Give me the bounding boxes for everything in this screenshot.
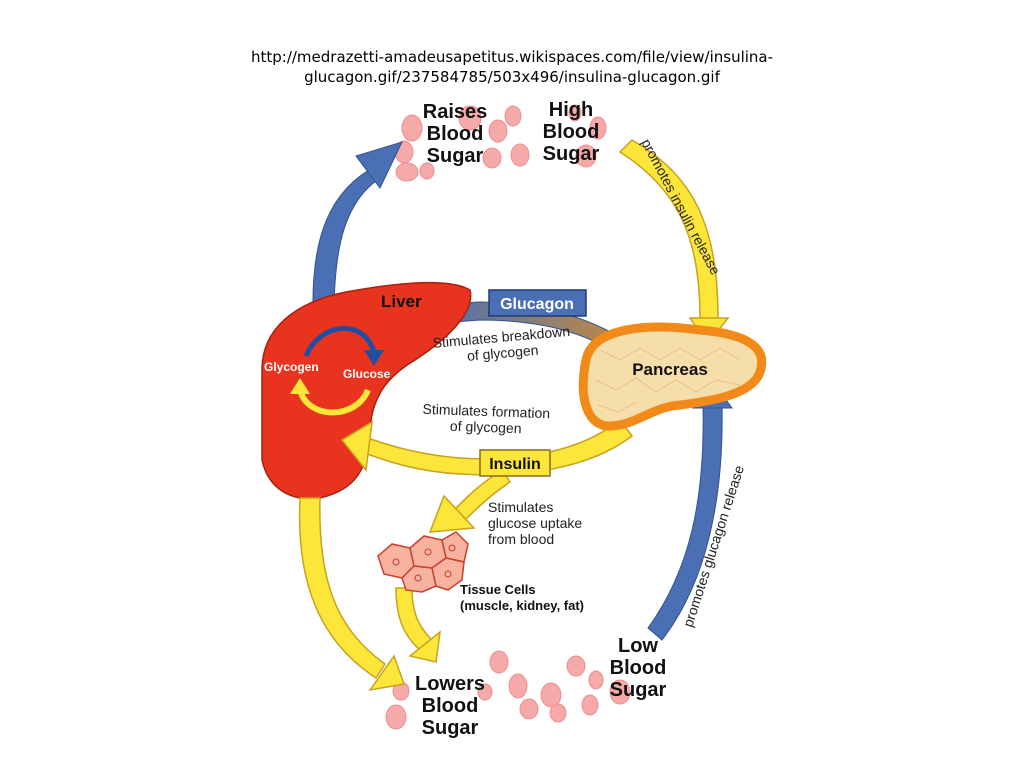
svg-text:Blood: Blood (543, 121, 600, 143)
svg-text:Low: Low (618, 635, 658, 657)
raises-blood-sugar-label: Raises Blood Sugar (423, 101, 488, 167)
svg-text:Sugar: Sugar (543, 143, 600, 165)
svg-text:of glycogen: of glycogen (466, 342, 539, 364)
lowers-blood-sugar-label: Lowers Blood Sugar (415, 673, 485, 739)
source-url-line-2: glucagon.gif/237584785/503x496/insulina-… (304, 68, 720, 86)
high-blood-sugar-label: High Blood Sugar (543, 99, 600, 165)
glucagon-label-box: Glucagon (488, 289, 587, 317)
source-url-line-1: http://medrazetti-amadeusapetitus.wikisp… (250, 48, 774, 66)
svg-text:from blood: from blood (488, 531, 554, 547)
svg-text:Lowers: Lowers (415, 673, 485, 695)
tissue-cells-label: Tissue Cells (muscle, kidney, fat) (460, 582, 584, 613)
insulin-label: Insulin (489, 456, 541, 473)
glucose-label: Glucose (343, 367, 391, 381)
svg-text:Blood: Blood (610, 657, 667, 679)
svg-text:Sugar: Sugar (427, 145, 484, 167)
insulin-label-box: Insulin (479, 449, 551, 477)
svg-text:Sugar: Sugar (610, 679, 667, 701)
yellow-arrow-high-to-pancreas (618, 139, 730, 346)
low-blood-sugar-label: Low Blood Sugar (610, 635, 667, 701)
glycogen-label: Glycogen (264, 360, 319, 374)
insulin-arrow-to-tissue (428, 468, 512, 533)
svg-text:Stimulates: Stimulates (488, 499, 553, 515)
svg-text:of glycogen: of glycogen (450, 418, 522, 436)
liver-label: Liver (381, 292, 422, 311)
tissue-cells (377, 531, 469, 593)
blood-cells-top (394, 104, 607, 182)
yellow-arrow-liver-to-lowers (298, 497, 406, 692)
svg-text:Sugar: Sugar (422, 717, 479, 739)
glucagon-label: Glucagon (500, 296, 574, 313)
svg-text:(muscle, kidney, fat): (muscle, kidney, fat) (460, 598, 584, 613)
svg-text:Blood: Blood (422, 695, 479, 717)
svg-text:Raises: Raises (423, 101, 488, 123)
yellow-arrow-tissue-to-lowers (395, 587, 441, 663)
svg-text:glucose uptake: glucose uptake (488, 515, 582, 531)
pancreas-label: Pancreas (632, 360, 708, 379)
glycogen-glucose-cycle (290, 325, 384, 416)
promotes-insulin-release-label: promotes insulin release (638, 136, 723, 278)
stimulates-uptake-label: Stimulates glucose uptake from blood (488, 499, 582, 547)
svg-text:Stimulates formation: Stimulates formation (422, 401, 550, 421)
svg-text:High: High (549, 99, 593, 121)
pancreas (578, 322, 767, 431)
stimulates-formation-label: Stimulates formation of glycogen (422, 401, 550, 436)
svg-text:Tissue Cells: Tissue Cells (460, 582, 536, 597)
blue-arrow-liver-to-raises (312, 141, 403, 309)
svg-text:Blood: Blood (427, 123, 484, 145)
blood-cells-bottom (385, 650, 631, 730)
